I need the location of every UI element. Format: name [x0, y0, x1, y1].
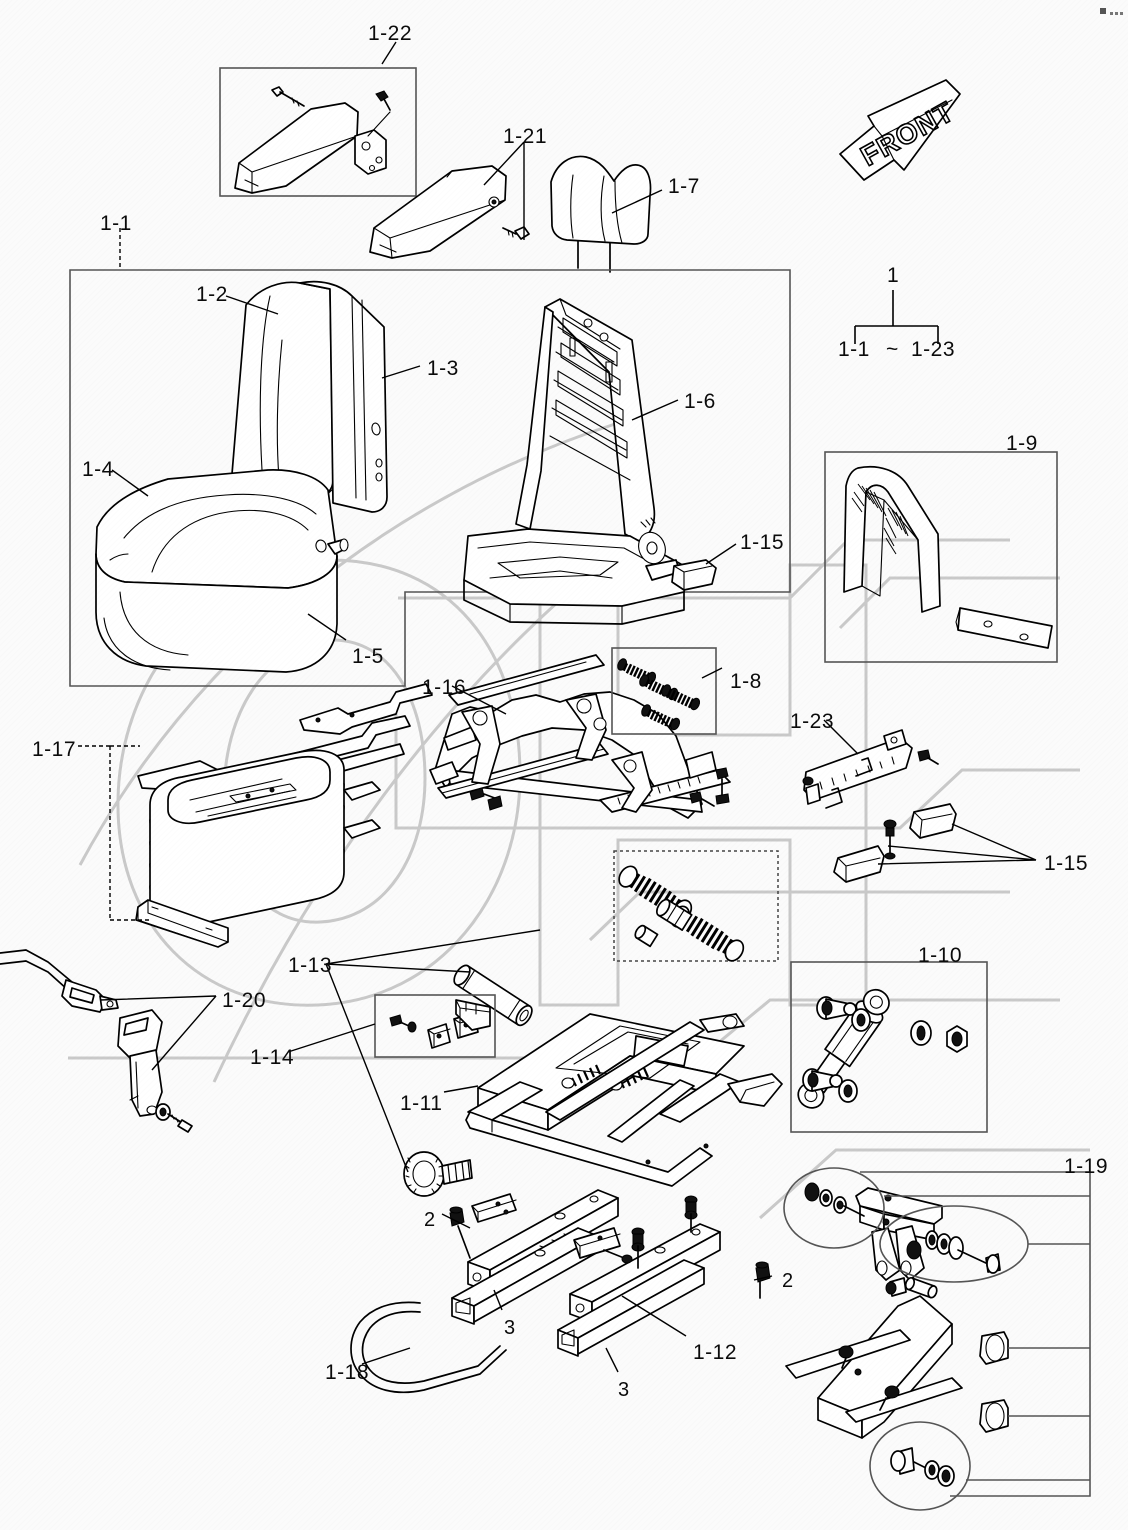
- washer: [851, 1008, 871, 1032]
- assembly-right-label: 1-23: [911, 338, 956, 361]
- corner-artifact: [1100, 8, 1123, 15]
- bolt: [375, 90, 391, 111]
- callout-1-23: 1-23: [790, 710, 835, 733]
- bolt: [883, 819, 897, 860]
- bolt: [816, 996, 857, 1020]
- assembly-top-label: 1: [887, 264, 900, 287]
- washer: [910, 1020, 932, 1046]
- nut: [631, 1227, 645, 1252]
- part-1-6-seat-frame: [463, 298, 689, 625]
- bolt: [802, 1068, 843, 1092]
- callout-1-14: 1-14: [250, 1046, 295, 1069]
- assembly-tilde: ~: [886, 338, 899, 361]
- detail-bubble-contents: [890, 1447, 955, 1487]
- bolt: [271, 86, 305, 107]
- callout-1-5: 1-5: [352, 645, 384, 668]
- bushing: [979, 1331, 1009, 1365]
- callout-1-18: 1-18: [325, 1361, 370, 1384]
- part-1-14-bracket-kit: [389, 999, 491, 1049]
- bolt: [487, 795, 503, 811]
- callout-1-8: 1-8: [730, 670, 762, 693]
- callout-1-3: 1-3: [427, 357, 459, 380]
- bolt: [389, 1014, 417, 1033]
- callout-3-right: 3: [618, 1379, 630, 1401]
- bolt: [689, 791, 715, 807]
- part-1-7-headrest: [550, 155, 652, 273]
- callout-1-15-upper: 1-15: [740, 531, 785, 554]
- part-1-17-suspension-frame: [135, 683, 433, 948]
- callout-1-13: 1-13: [288, 954, 333, 977]
- washer: [838, 1079, 858, 1103]
- assembly-left-label: 1-1: [838, 338, 870, 361]
- callout-3-left: 3: [504, 1317, 516, 1339]
- part-1-21-armrest: [369, 165, 530, 259]
- callout-1-12: 1-12: [693, 1341, 738, 1364]
- part-1-15-cap: [671, 559, 717, 591]
- callout-1-19: 1-19: [1064, 1155, 1109, 1178]
- part-1-16-slide-rail-mechanism: [429, 654, 731, 819]
- callout-1-10: 1-10: [918, 944, 963, 967]
- bolt: [917, 749, 939, 765]
- detail-bubble-contents: [906, 1230, 1001, 1274]
- part-1-5-cushion-base: [95, 553, 338, 673]
- part-1-11-suspension-base: [465, 1013, 783, 1187]
- callout-1-9: 1-9: [1006, 432, 1038, 455]
- part-1-8-spring-set: [617, 658, 701, 731]
- part-1-15-caps: [833, 803, 957, 883]
- bolt: [715, 767, 730, 805]
- assembly-bracket: [854, 290, 939, 344]
- part-1-22-armrest: [234, 86, 391, 194]
- callout-1-16: 1-16: [422, 676, 467, 699]
- callout-2-right: 2: [782, 1270, 794, 1292]
- part-1-12-slide-rails-left: [449, 1189, 619, 1325]
- callout-1-4: 1-4: [82, 458, 114, 481]
- callout-1-15-lower: 1-15: [1044, 852, 1089, 875]
- callout-1-1: 1-1: [100, 212, 132, 235]
- bolt: [155, 1103, 193, 1133]
- part-1-23-slide-lock: [802, 729, 939, 809]
- callout-1-21: 1-21: [503, 125, 548, 148]
- bushing: [979, 1399, 1009, 1433]
- part-1-20-seat-belt: [0, 949, 193, 1133]
- callout-1-6: 1-6: [684, 390, 716, 413]
- callout-1-11: 1-11: [400, 1092, 443, 1115]
- part-1-18-release-rod: [350, 1301, 507, 1394]
- extension-spring-set: [618, 865, 745, 962]
- callout-1-20: 1-20: [222, 989, 267, 1012]
- detail-bubble-contents: [804, 1182, 865, 1217]
- callout-2-left: 2: [424, 1209, 436, 1231]
- callout-1-17: 1-17: [32, 738, 77, 761]
- nut: [946, 1025, 968, 1053]
- callout-1-22: 1-22: [368, 22, 413, 45]
- bolt: [502, 226, 530, 240]
- part-1-9-handle-bracket: [843, 466, 1053, 649]
- part-1-13-adjuster-knob: [403, 1151, 473, 1197]
- part-1-10-shock-absorber-kit: [797, 988, 968, 1109]
- callout-1-2: 1-2: [196, 283, 228, 306]
- bolt: [449, 1206, 471, 1259]
- part-1-19-pedal-linkage: [783, 1167, 1090, 1511]
- callout-1-7: 1-7: [668, 175, 700, 198]
